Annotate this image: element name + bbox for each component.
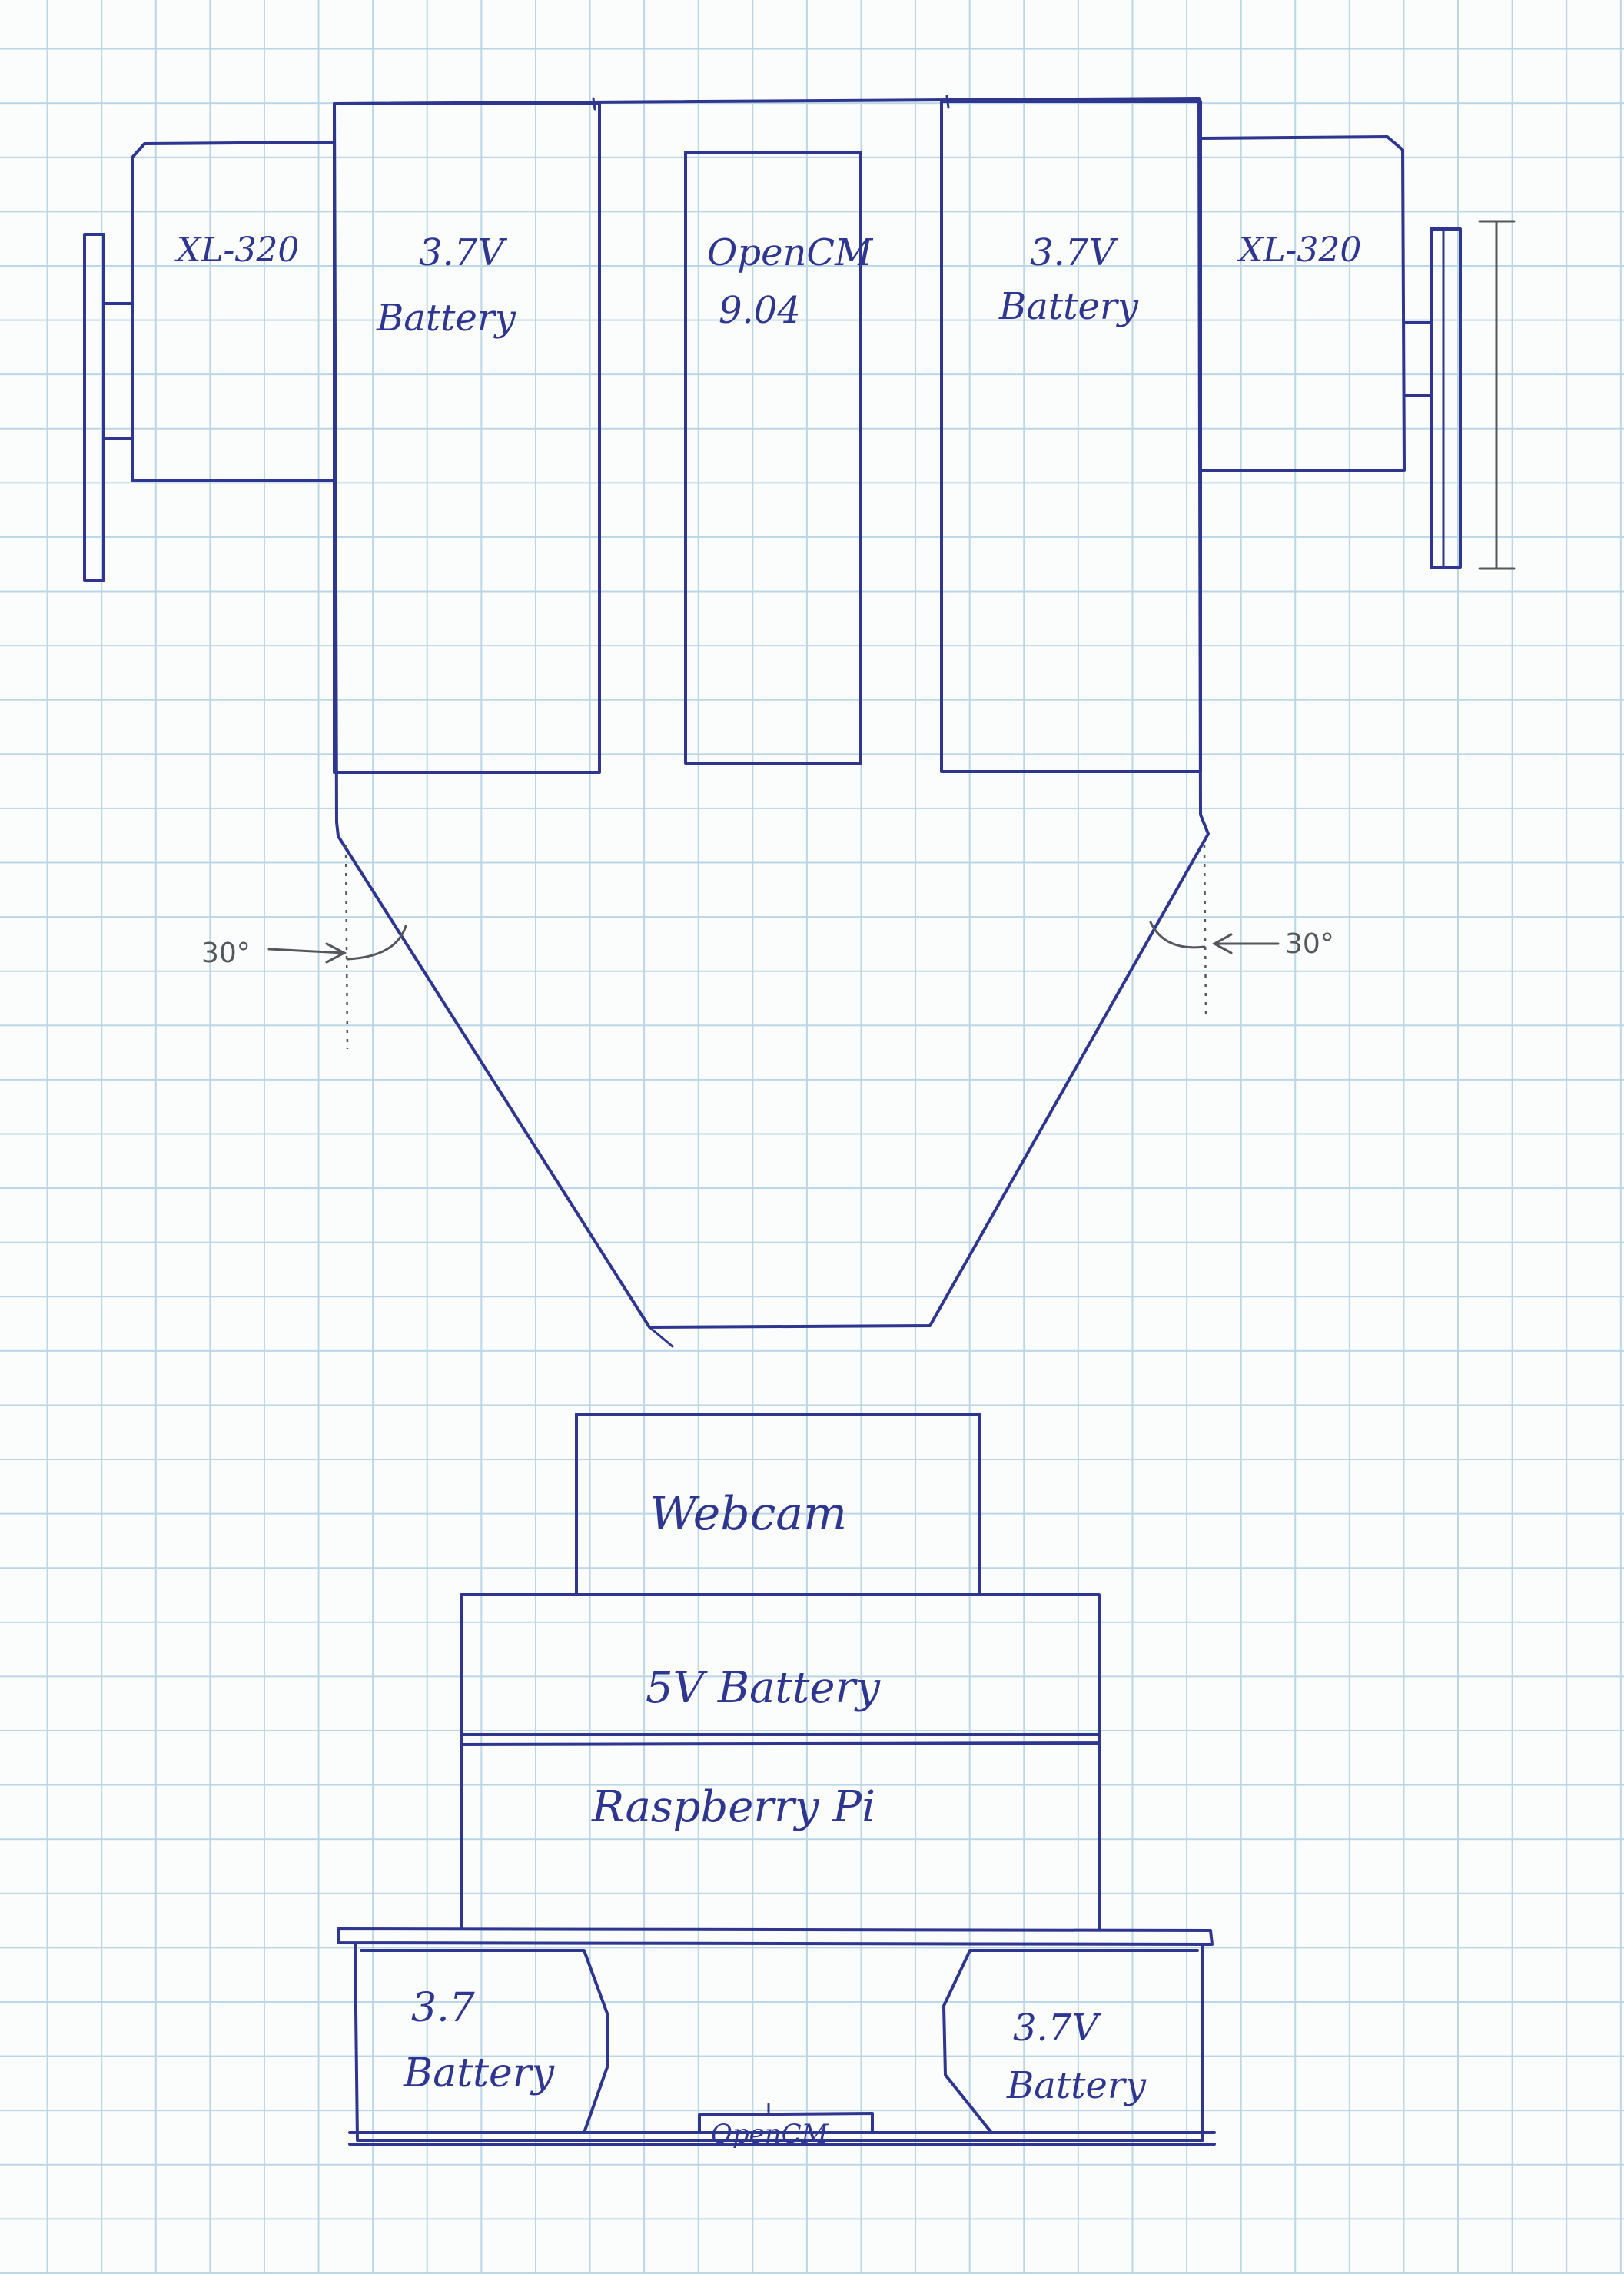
right-angle-arc: [1149, 921, 1206, 949]
nose-tail-stroke: [648, 1326, 674, 1348]
raspberry-pi-label: Raspberry Pi: [591, 1782, 875, 1832]
wheel-dimension-bar: [1478, 220, 1516, 570]
side-left-battery-label: Battery: [403, 2050, 555, 2096]
left-servo-label: XL-320: [174, 231, 299, 270]
side-left-battery-voltage-label: 3.7: [411, 1985, 476, 2031]
battery-5v-label: 5V Battery: [646, 1663, 881, 1713]
left-angle-label: 30°: [201, 938, 251, 969]
left-servo-block: [131, 141, 336, 482]
side-view: Webcam 5V Battery Raspberry Pi 3.7 Batte…: [337, 1413, 1216, 2150]
lower-chassis: [354, 1943, 1204, 2142]
left-battery-label: Battery: [376, 297, 516, 340]
right-servo-block: [1199, 135, 1406, 472]
right-angle-arrow: [1211, 933, 1280, 954]
right-servo-label: XL-320: [1237, 231, 1361, 270]
top-view: XL-320 3.7V Battery OpenCM 9.04 3.7V Bat…: [83, 95, 1516, 1348]
right-battery-block: [940, 100, 1202, 773]
chassis-outline: [333, 97, 1210, 1329]
bottom-plate: [348, 2131, 1216, 2146]
battery-5v-block: [460, 1593, 1101, 1736]
top-edge-mark-right: [945, 95, 950, 109]
controller-version-label: 9.04: [719, 289, 801, 332]
right-battery-voltage-label: 3.7V: [1030, 231, 1118, 274]
right-battery-label: Battery: [998, 285, 1139, 328]
right-wheel: [1430, 227, 1462, 569]
left-angle-reference: [344, 845, 349, 1050]
right-angle-label: 30°: [1285, 928, 1334, 960]
left-wheel: [83, 233, 105, 582]
controller-label: OpenCM: [707, 231, 874, 274]
opencm-board-block: [684, 151, 862, 765]
webcam-label: Webcam: [649, 1487, 847, 1541]
right-angle-reference: [1203, 845, 1207, 1015]
side-right-battery-block: [942, 1949, 1199, 2134]
base-plate: [337, 1927, 1214, 1946]
side-opencm-label: OpenCM: [711, 2119, 829, 2150]
left-battery-block: [333, 102, 601, 774]
side-opencm-block: [698, 2112, 874, 2134]
side-right-battery-voltage-label: 3.7V: [1013, 2007, 1101, 2050]
raspberry-pi-block: [460, 1733, 1101, 1930]
side-right-battery-label: Battery: [1006, 2064, 1147, 2107]
top-edge-mark-left: [592, 97, 596, 111]
left-angle-arc: [346, 925, 407, 961]
right-servo-shaft: [1403, 321, 1433, 397]
left-battery-voltage-label: 3.7V: [419, 231, 507, 274]
left-servo-shaft: [102, 302, 134, 440]
left-angle-arrow: [267, 942, 347, 964]
side-left-battery-block: [360, 1949, 609, 2134]
